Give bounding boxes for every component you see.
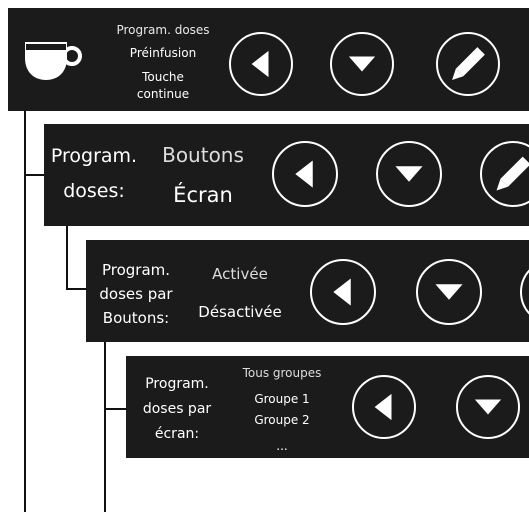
option-groupe-1[interactable]: Groupe 1 (254, 392, 310, 406)
program-doses-buttons-label-line1: Program. (101, 261, 171, 279)
option-ecran[interactable]: Écran (173, 183, 233, 207)
down-button[interactable] (416, 259, 482, 325)
back-icon (333, 278, 351, 306)
option-program-doses[interactable]: Program. doses (116, 23, 210, 37)
back-icon (251, 50, 269, 78)
option-activee[interactable]: Activée (212, 265, 268, 283)
connector-level1-vertical (24, 110, 26, 512)
option-groupe-2[interactable]: Groupe 2 (254, 413, 310, 427)
edit-button[interactable] (480, 141, 529, 207)
option-tous-groupes[interactable]: Tous groupes (242, 366, 322, 380)
program-doses-ecran-label-line3: écran: (154, 426, 200, 442)
back-button[interactable] (272, 141, 338, 207)
down-button[interactable] (456, 375, 520, 439)
down-icon (435, 284, 463, 300)
option-more[interactable]: ... (276, 439, 288, 453)
program-doses-buttons-label-line2: doses par (99, 285, 173, 303)
option-touche-continue-line2[interactable]: continue (136, 87, 190, 101)
back-icon (374, 393, 392, 421)
connector-level1-to-level2 (24, 174, 46, 176)
back-button[interactable] (352, 375, 416, 439)
program-doses-ecran-label-line2: doses par (142, 401, 212, 417)
menu-level2-panel: Program. doses: Boutons Écran (44, 124, 529, 226)
option-preinfusion[interactable]: Préinfusion (129, 46, 197, 60)
edit-button[interactable] (436, 32, 500, 96)
back-icon (295, 160, 313, 188)
connector-level2-to-level3 (66, 288, 88, 290)
program-doses-label-line2: doses: (63, 180, 125, 202)
option-boutons[interactable]: Boutons (162, 143, 244, 167)
connector-level3-vertical (104, 342, 106, 512)
connector-level2-vertical (66, 226, 68, 290)
option-touche-continue-line1[interactable]: Touche (142, 70, 184, 84)
menu-level3-panel: Program. doses par Boutons: Activée Désa… (86, 240, 529, 342)
edit-icon (496, 156, 529, 191)
connector-level3-to-level4 (104, 408, 126, 410)
program-doses-label-line1: Program. (50, 145, 138, 167)
option-desactivee[interactable]: Désactivée (198, 303, 282, 321)
menu-level1-panel: Program. doses Préinfusion Touche contin… (8, 8, 529, 111)
menu-level4-panel: Program. doses par écran: Tous groupes G… (126, 356, 529, 458)
coffee-cup-icon[interactable] (22, 36, 84, 84)
down-icon (395, 166, 423, 182)
down-button[interactable] (376, 141, 442, 207)
partial-button[interactable] (520, 259, 529, 325)
back-button[interactable] (310, 259, 376, 325)
down-button[interactable] (330, 32, 394, 96)
program-doses-buttons-label-line3: Boutons: (102, 309, 170, 327)
down-icon (474, 399, 502, 415)
back-button[interactable] (229, 32, 293, 96)
program-doses-ecran-label-line1: Program. (145, 376, 209, 392)
edit-icon (452, 47, 485, 80)
down-icon (348, 56, 376, 72)
